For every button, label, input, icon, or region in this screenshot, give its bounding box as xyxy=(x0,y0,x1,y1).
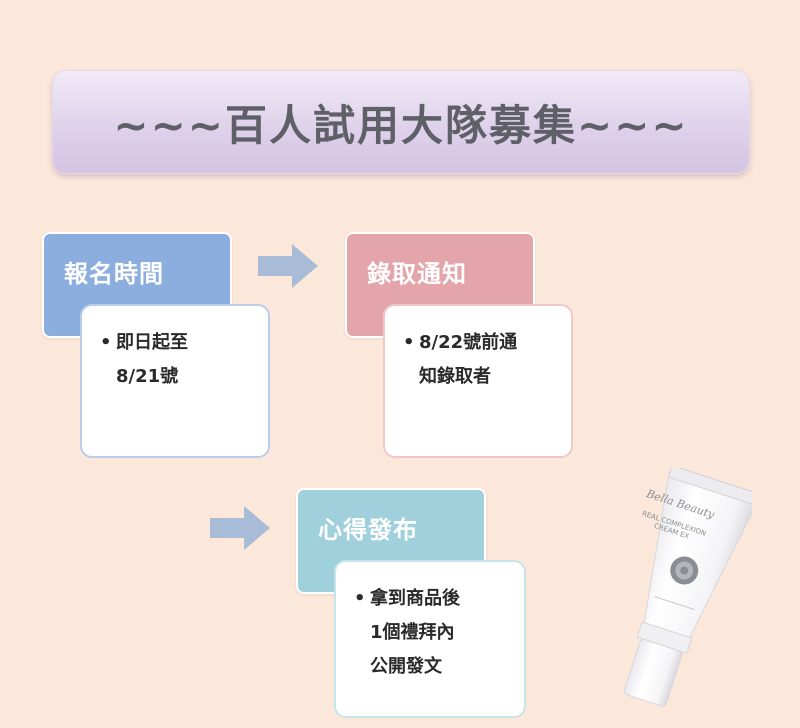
step-registration-body: • 即日起至 8/21號 xyxy=(80,304,270,458)
step-registration-title: 報名時間 xyxy=(64,260,164,288)
bullet-dot: • xyxy=(403,332,415,353)
step-registration-line-2: 8/21號 xyxy=(116,366,179,387)
banner-title: ~~~百人試用大隊募集~~~ xyxy=(113,100,689,150)
step-notification-bullet: • 8/22號前通 知錄取者 xyxy=(403,326,571,394)
step-review-body: • 拿到商品後 1個禮拜內 公開發文 xyxy=(334,560,526,718)
title-banner: ~~~百人試用大隊募集~~~ xyxy=(52,70,750,174)
cream-tube-image xyxy=(623,468,752,707)
step-review-title: 心得發布 xyxy=(318,516,418,544)
step-notification-line-2: 知錄取者 xyxy=(419,366,491,387)
step-notification-body: • 8/22號前通 知錄取者 xyxy=(383,304,573,458)
bullet-dot: • xyxy=(100,332,112,353)
step-review-line-1: 拿到商品後 xyxy=(370,588,460,609)
bullet-dot: • xyxy=(354,588,366,609)
step-registration-line-1: 即日起至 xyxy=(116,332,188,353)
arrow-right-icon xyxy=(210,506,270,550)
step-review-line-3: 公開發文 xyxy=(370,656,442,677)
step-notification-line-1: 8/22號前通 xyxy=(419,332,518,353)
step-notification-title: 錄取通知 xyxy=(367,260,467,288)
arrow-right-icon xyxy=(258,244,318,288)
step-review-line-2: 1個禮拜內 xyxy=(370,622,455,643)
step-review-bullet: • 拿到商品後 1個禮拜內 公開發文 xyxy=(354,582,524,684)
step-registration-bullet: • 即日起至 8/21號 xyxy=(100,326,268,394)
